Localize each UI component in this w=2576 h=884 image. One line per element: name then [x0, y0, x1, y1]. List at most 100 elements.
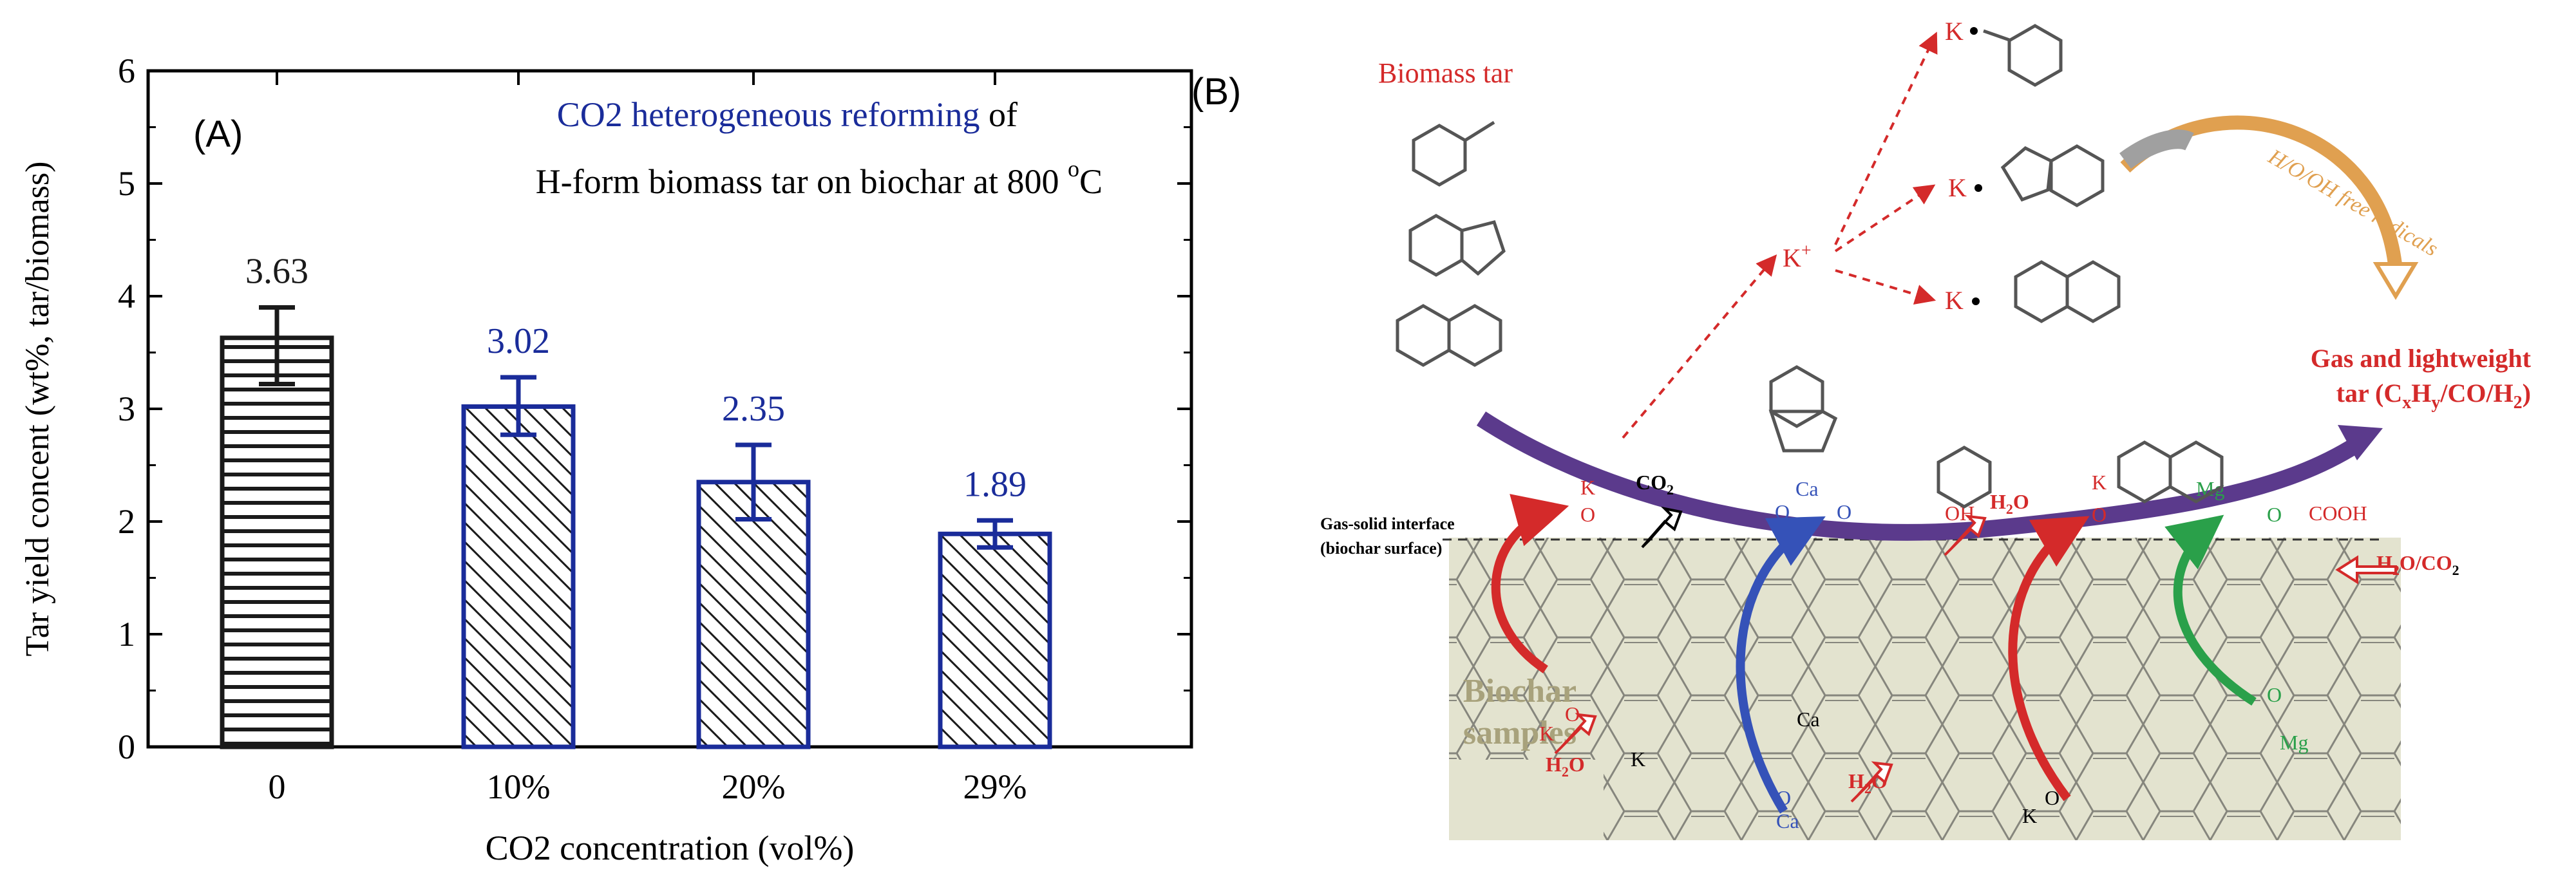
- value-label: 3.02: [487, 321, 550, 361]
- k-plus-sign: +: [1801, 241, 1812, 261]
- panel-a-label: (A): [193, 113, 243, 155]
- site-o-9: O: [2267, 683, 2282, 706]
- site-ca-1: Ca: [1795, 477, 1819, 500]
- bars: [220, 335, 1052, 749]
- site-o-4: O: [2092, 503, 2107, 526]
- panel-b-diagram: (B) Biochar samples Gas-solid interface …: [1191, 17, 2532, 840]
- y-axis-label: Tar yield concent (wt%, tar/biomass): [19, 162, 56, 657]
- tar-molecules: [1396, 120, 1506, 367]
- y-tick-label: 2: [118, 502, 135, 541]
- h2o-co2-sub2: 2: [2452, 562, 2459, 578]
- site-k-3: K: [1539, 722, 1554, 745]
- free-radical-arrowhead: [2372, 262, 2419, 300]
- y-tick-label: 3: [118, 390, 135, 428]
- site-o-6: O: [1565, 702, 1580, 726]
- panel-b-label: (B): [1191, 71, 1241, 113]
- x-axis-label: CO2 concentration (vol%): [486, 829, 855, 867]
- hollow-arrows: [1554, 506, 2397, 803]
- gas-tar-line-1: Gas and lightweight: [2311, 344, 2532, 373]
- radical-dots: [1970, 27, 1982, 305]
- site-o-3: O: [1837, 500, 1852, 523]
- site-k-1: K: [1580, 476, 1595, 499]
- gas-end: /CO/H: [2439, 379, 2513, 408]
- main-flow-arrowhead: [2338, 425, 2383, 460]
- y-tick-label: 0: [118, 728, 135, 766]
- site-ca-2: Ca: [1797, 708, 1820, 731]
- k-label-2: K: [1948, 173, 1967, 202]
- k-plus-k: K: [1783, 243, 1801, 272]
- site-k-4: K: [1631, 748, 1645, 771]
- h2o-hollow-arrow-2: [1554, 713, 1597, 755]
- gas-sub-x: x: [2402, 393, 2411, 413]
- annotation-line-2-text: H-form biomass tar on biochar at 800: [536, 162, 1068, 201]
- value-label: 3.63: [245, 252, 308, 292]
- radical-paths: [1622, 32, 1938, 439]
- h2o-3-sub: 2: [1864, 780, 1871, 796]
- h2o-hollow-arrow-1: [1944, 514, 1987, 556]
- radical-molecules: [1983, 24, 2121, 323]
- adsorbed-naphthalene-icon: [2117, 440, 2172, 503]
- gas-mid-h: H: [2411, 379, 2431, 408]
- interface-line-2: (biochar surface): [1320, 539, 1442, 558]
- bar: [938, 531, 1052, 749]
- h2o-co2-hollow-arrow: [2335, 555, 2397, 585]
- biochar-label-bg: [1449, 760, 1604, 840]
- gas-close: ): [2523, 379, 2531, 408]
- adsorbed-phenol-icon: [1937, 446, 1992, 509]
- h2o-2-h: H: [1546, 753, 1562, 776]
- site-mg-2: Mg: [2280, 731, 2308, 754]
- main-flow-arrow: [1476, 411, 2362, 541]
- x-tick-label: 29%: [963, 767, 1027, 806]
- gas-tar-line-2: tar (CxHy/CO/H2): [2336, 379, 2531, 413]
- site-o-8: O: [2045, 786, 2060, 809]
- bar: [220, 335, 334, 749]
- co2-hollow-arrow: [1641, 506, 1683, 549]
- biomass-tar-label: Biomass tar: [1378, 57, 1513, 89]
- site-k-2: K: [2092, 471, 2107, 494]
- co2-sub: 2: [1667, 482, 1674, 498]
- site-o-2: O: [1775, 500, 1790, 523]
- site-o-1: O: [1580, 503, 1595, 526]
- h2o-sub: 2: [2006, 501, 2013, 517]
- value-label: 2.35: [722, 389, 785, 429]
- h2o-co2-text: O/CO: [2400, 551, 2452, 574]
- bar: [461, 404, 576, 749]
- k-label-1: K: [1945, 17, 1964, 46]
- green-curved-arrow: [2164, 514, 2257, 706]
- value-labels: 3.633.022.351.89: [245, 252, 1027, 505]
- annotation-blue-text: CO2 heterogeneous reforming: [557, 95, 980, 134]
- annotation-line-2: H-form biomass tar on biochar at 800 oC: [536, 156, 1103, 201]
- y-tick-label: 5: [118, 164, 135, 203]
- red-curved-arrow-1: [1491, 494, 1569, 673]
- surface-sites: K O CO2 Ca O O OH H2O K O Mg O COOH H2O/…: [1539, 471, 2459, 832]
- red-curved-arrow-2: [2008, 516, 2090, 802]
- k-radical-labels: K K K: [1945, 17, 1967, 315]
- gas-sub-y: y: [2431, 393, 2440, 413]
- x-tick-label: 10%: [487, 767, 551, 806]
- naphthalene-icon: [1396, 304, 1451, 367]
- site-k-5: K: [2022, 804, 2037, 827]
- h2o-label-2: H2O: [1546, 753, 1585, 780]
- naphthyl-icon: [2014, 260, 2069, 323]
- h2o-2-o: O: [1569, 753, 1585, 776]
- biochar-line-1: Biochar: [1463, 673, 1577, 710]
- x-tick-label: 20%: [722, 767, 786, 806]
- adsorbed-indane-icon: [1769, 365, 1824, 428]
- k-plus-label: K+: [1783, 241, 1812, 272]
- blue-curved-arrow: [1736, 516, 1826, 814]
- h2o-hollow-arrow-3: [1850, 761, 1893, 803]
- site-cooh: COOH: [2309, 502, 2367, 525]
- celsius-unit: C: [1079, 162, 1103, 201]
- annotation-line-1: CO2 heterogeneous reforming of: [557, 95, 1018, 134]
- toluene-icon: [1412, 124, 1467, 187]
- co2-text: CO: [1636, 471, 1667, 494]
- biochar-line-2: samples: [1463, 715, 1577, 751]
- radical-source-arrow: [2119, 129, 2194, 169]
- gas-sub-2: 2: [2514, 393, 2523, 413]
- h2o-2-sub: 2: [1562, 764, 1569, 780]
- indenyl-icon: [2000, 146, 2053, 202]
